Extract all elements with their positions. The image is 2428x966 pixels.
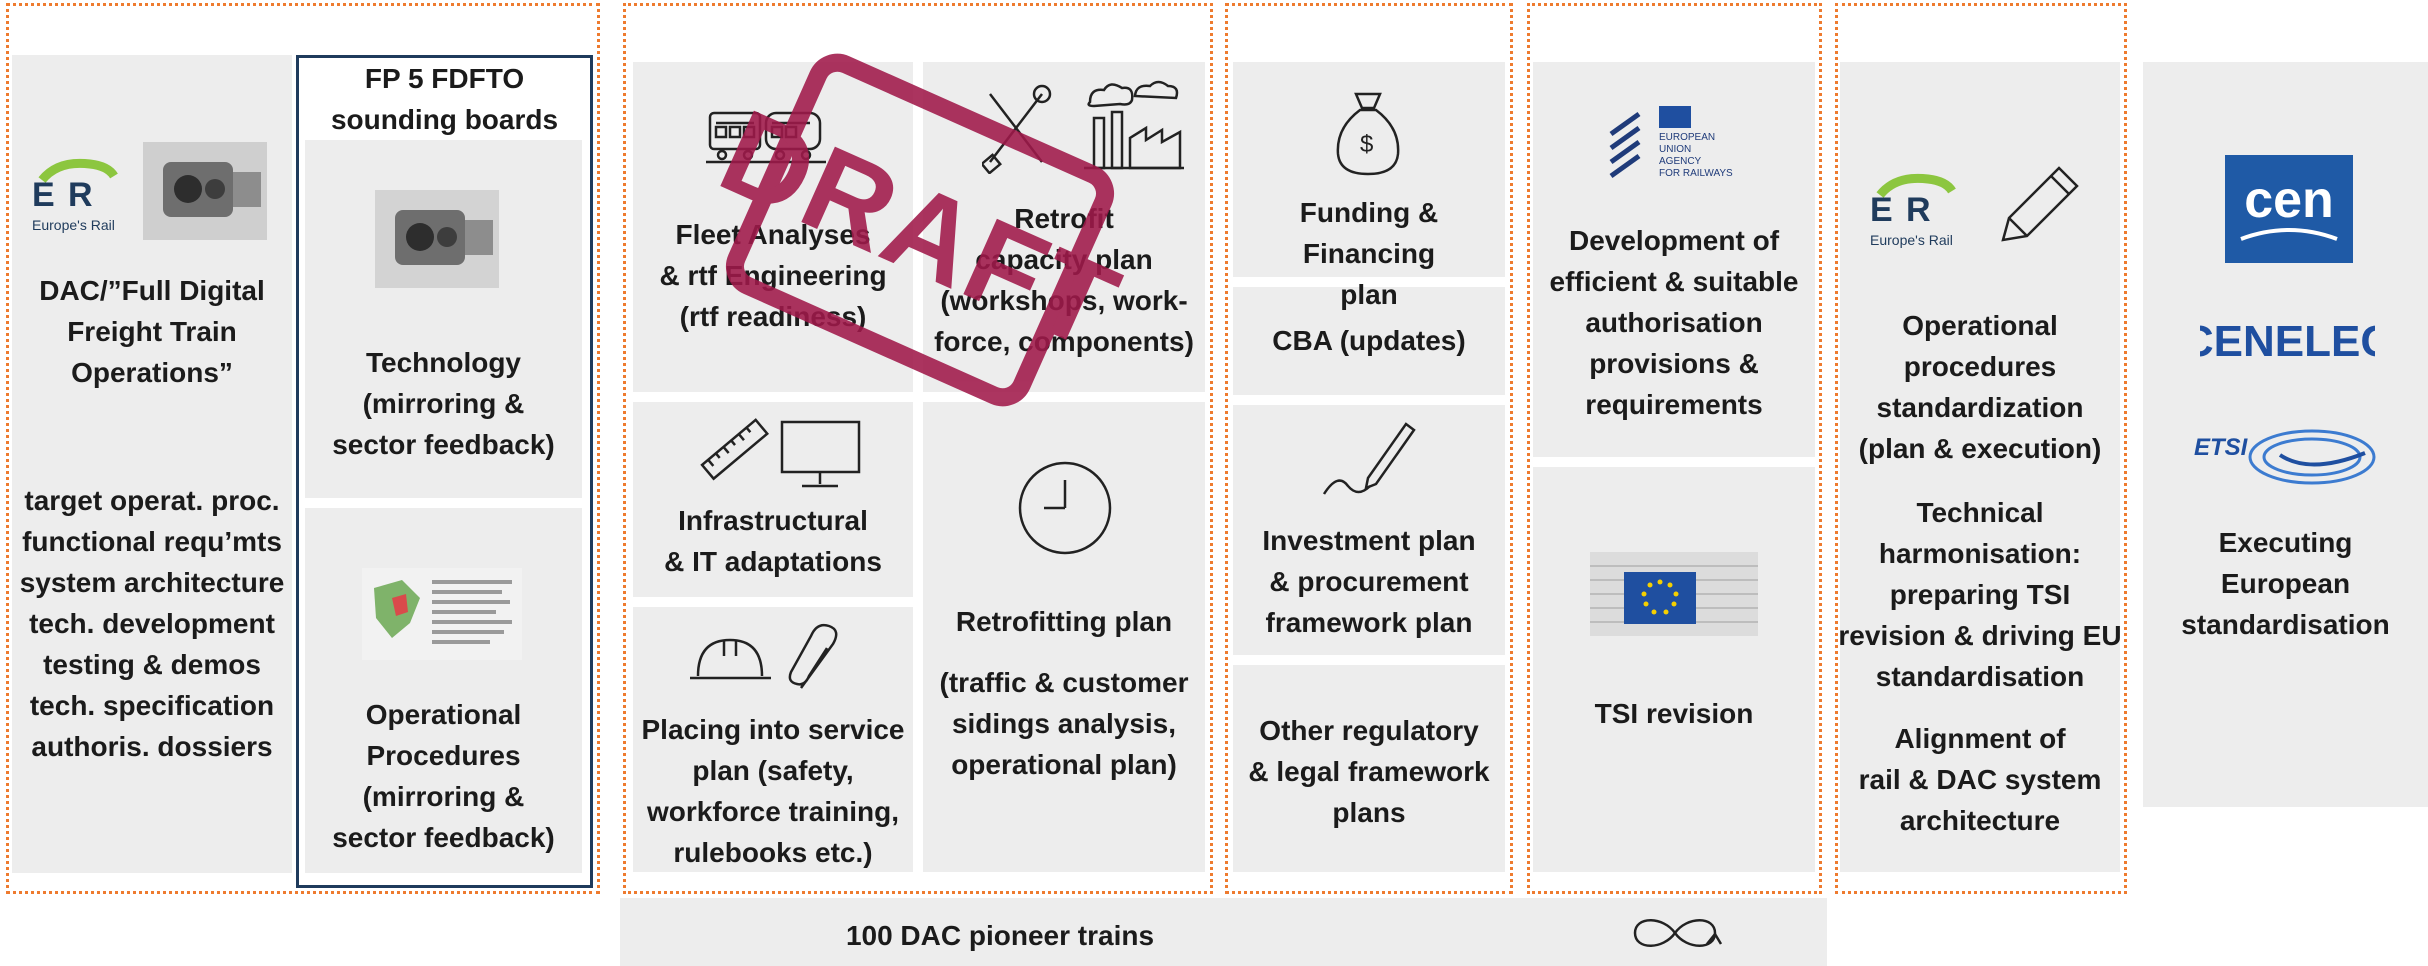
funding-text: Funding & Financing plan — [1299, 197, 1439, 310]
era-logo-line-2: UNION — [1659, 144, 1691, 155]
tech-harm-text: Technical harmonisation: preparing TSI r… — [1838, 497, 2122, 692]
infra-panel — [633, 402, 913, 597]
era-logo-line-1: EUROPEAN — [1659, 132, 1715, 143]
era-logo-line-3: AGENCY — [1659, 156, 1702, 167]
retrofit-capacity-panel — [923, 62, 1205, 392]
hard-hat-icon — [688, 630, 773, 690]
retrofitting-plan-title: Retrofitting plan — [955, 606, 1173, 637]
sb-technology-text: Technology (mirroring & sector feedback) — [332, 347, 555, 460]
monitor-icon — [778, 418, 863, 496]
operational-map-thumbnail — [362, 568, 522, 660]
placing-text: Placing into service plan (safety, workf… — [641, 714, 905, 868]
authorisation-text: Development of efficient & suitable auth… — [1549, 225, 1799, 420]
op-std-text: Operational procedures standardization (… — [1858, 310, 2102, 464]
etsi-logo-text: ETSI — [2194, 434, 2249, 461]
placing-panel — [633, 607, 913, 872]
factory-icon — [1080, 78, 1185, 173]
svg-text:E: E — [1870, 191, 1893, 229]
other-panel — [1233, 665, 1505, 872]
sb-operational-text: Operational Procedures (mirroring & sect… — [332, 699, 555, 853]
paperclip-icon — [785, 622, 845, 697]
infra-text: Infrastructural & IT adaptations — [664, 505, 882, 577]
group-outline-3 — [1225, 3, 1513, 894]
tsi-text: TSI revision — [1594, 698, 1754, 729]
pencil-icon — [1993, 160, 2083, 250]
tsi-panel — [1533, 467, 1815, 872]
money-bag-icon: $ — [1330, 88, 1405, 178]
technology-coupler-photo — [375, 190, 499, 288]
europes-rail-logo-text: Europe's Rail — [32, 217, 115, 233]
sounding-boards-title: FP 5 FDFTO sounding boards — [330, 63, 559, 135]
group-outline-5 — [1835, 3, 2127, 894]
svg-text:R: R — [68, 176, 93, 214]
retrofitting-plan-detail: (traffic & customer sidings analysis, op… — [939, 667, 1189, 780]
pioneer-text: 100 DAC pioneer trains — [845, 920, 1155, 951]
cenelec-logo-text: CENELEC — [2200, 317, 2375, 366]
alignment-text: Alignment of rail & DAC system architect… — [1858, 723, 2102, 836]
col1-list: target operat. proc. functional requ’mts… — [19, 485, 285, 762]
train-icon — [706, 105, 826, 165]
ruler-icon — [693, 412, 773, 492]
europes-rail-logo-2: E R Europe's Rail — [1866, 165, 1976, 250]
sounding-boards-outline — [296, 55, 593, 888]
fleet-text: Fleet Analyses & rtf Engineering (rtf re… — [659, 219, 887, 332]
investment-text: Investment plan & procurement framework … — [1262, 525, 1476, 638]
europes-rail-logo-2-text: Europe's Rail — [1870, 232, 1953, 248]
dac-coupler-photo — [143, 142, 267, 240]
cba-panel — [1233, 287, 1505, 395]
eu-flag-building-photo — [1590, 552, 1758, 636]
cba-text: CBA (updates) — [1272, 325, 1466, 356]
era-agency-logo: EUROPEAN UNION AGENCY FOR RAILWAYS — [1605, 100, 1750, 190]
retrofit-capacity-text: Retrofit capacity plan (workshops, work-… — [934, 203, 1194, 357]
group-outline-1 — [6, 3, 600, 894]
cenelec-logo: CENELEC — [2200, 312, 2375, 367]
cen-logo-text: cen — [2244, 171, 2334, 229]
col5-panel — [1840, 62, 2120, 872]
svg-text:E: E — [32, 176, 55, 214]
col1-title: DAC/”Full Digital Freight Train Operatio… — [39, 275, 265, 388]
investment-panel — [1233, 405, 1505, 655]
other-text: Other regulatory & legal framework plans — [1248, 715, 1490, 828]
funding-panel — [1233, 62, 1505, 277]
fleet-panel — [633, 62, 913, 392]
clock-icon — [1010, 450, 1115, 560]
infinity-loop-icon — [1625, 908, 1725, 958]
executing-text: Executing European standardisation — [2181, 527, 2390, 640]
svg-text:$: $ — [1360, 131, 1373, 158]
europes-rail-logo: E R Europe's Rail — [28, 150, 138, 235]
tools-icon — [982, 84, 1052, 174]
pioneer-bar — [620, 898, 1827, 966]
etsi-logo: ETSI — [2190, 425, 2380, 490]
signature-pen-icon — [1318, 416, 1418, 501]
svg-text:R: R — [1906, 191, 1931, 229]
cen-logo: cen — [2225, 155, 2353, 263]
group-outline-4 — [1527, 3, 1822, 894]
group-outline-2 — [623, 3, 1213, 894]
era-logo-line-4: FOR RAILWAYS — [1659, 168, 1733, 179]
